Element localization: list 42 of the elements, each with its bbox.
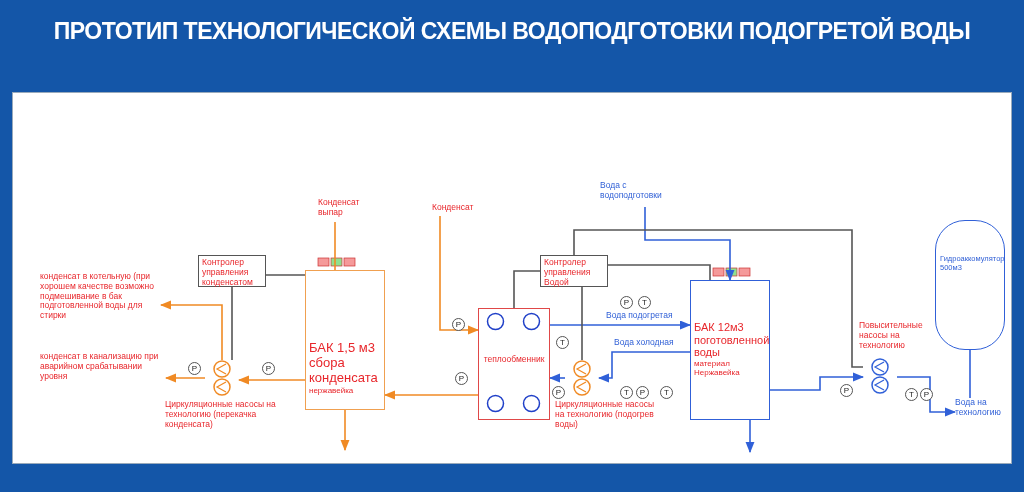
pump-caption: Циркуляционные насосы на технологию (перекачка конденсата)	[165, 400, 277, 430]
node-text: Контролер управления конденсатом	[202, 258, 254, 288]
tank-material-text: материал Нержавейка	[694, 358, 741, 378]
heat-exchanger	[478, 308, 550, 420]
pipe-arrow	[548, 373, 566, 383]
node-text: Вода с водоподготовки	[600, 181, 663, 201]
pipe-arrow	[439, 215, 480, 335]
node-text: Конденсат выпар	[318, 198, 361, 218]
pipe-arrow	[237, 375, 306, 385]
pump-caption: Циркуляционные насосы на технологию (подогрев воды)	[555, 400, 655, 430]
node-text: БАК 1,5 м3 сбора конденсата	[309, 341, 379, 386]
node-text: Вода на технологию	[955, 398, 1002, 418]
signal-line	[231, 286, 233, 361]
node-text: Конденсат	[432, 203, 475, 213]
pump-caption: Повысительные насосы на технологию	[859, 321, 924, 351]
node-text: Контролер управления Водой	[544, 258, 592, 288]
signal-line	[607, 264, 711, 281]
pipe-arrow	[597, 351, 691, 383]
signal-line	[513, 270, 541, 309]
pipe-arrow	[769, 372, 865, 391]
pipe-arrow	[896, 376, 957, 417]
controller-box	[198, 255, 266, 287]
pipe-arrow	[549, 320, 692, 330]
title-text: ПРОТОТИП ТЕХНОЛОГИЧЕСКОЙ СХЕМЫ ВОДОПОДГОТОВКИ ПОДОГРЕТОЙ ВОДЫ	[53, 18, 971, 44]
signal-line	[581, 286, 583, 361]
controller-box	[540, 255, 608, 287]
tank	[690, 280, 770, 420]
pipe-arrow	[745, 419, 755, 454]
node-text: конденсат в котельную (при хорошем качестве возможно подмешивание в бак подготовленной воды для стирки	[40, 272, 155, 321]
pipe-arrow	[644, 206, 735, 282]
signal-line	[573, 229, 864, 368]
pipe-arrow	[383, 390, 479, 400]
node-text: БАК 12м3 поготовленной воды	[694, 321, 767, 359]
pipe-arrow	[159, 300, 223, 361]
tank-material-text: нержавейка	[309, 385, 355, 395]
tank	[305, 270, 385, 410]
node-text: теплообменник	[482, 355, 546, 365]
pipe-arrow	[164, 373, 206, 383]
signal-line	[265, 274, 306, 276]
accumulator-tank	[935, 220, 1005, 350]
node-text: конденсат в канализацию при аварийном срабатывании уровня	[40, 352, 160, 382]
pipe-arrow	[340, 409, 350, 452]
